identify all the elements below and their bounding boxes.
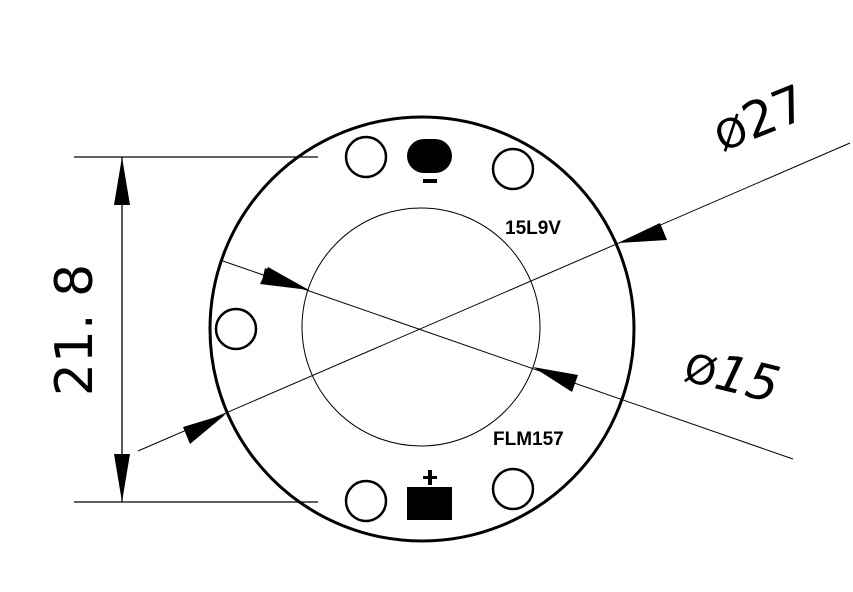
plus-icon-v: [428, 470, 432, 485]
model-label-top: 15L9V: [505, 218, 561, 239]
arrowhead-up-icon: [114, 157, 130, 205]
arrowhead-inner-left-tip: [260, 267, 309, 290]
inner-led-circle: [301, 207, 541, 447]
minus-icon: [423, 179, 437, 183]
arrowhead-down-icon: [114, 454, 130, 502]
mounting-hole-bottom-right: [491, 467, 535, 511]
outer-diameter-leader: [137, 142, 851, 452]
inner-diameter-value: 15: [710, 343, 786, 415]
mounting-holes: [214, 135, 535, 523]
outer-diameter-label: Ø27: [705, 74, 815, 163]
model-label-bottom: FLM157: [493, 429, 564, 450]
arrowhead-outer-right-icon: [618, 223, 667, 243]
negative-pad-shape: [407, 139, 452, 173]
inner-diameter-label: Ø15: [679, 335, 785, 414]
positive-pad-shape: [407, 487, 452, 520]
mounting-hole-top-right: [491, 147, 535, 191]
positive-pad: [407, 470, 452, 520]
height-dimension-label: 21. 8: [45, 264, 105, 396]
mounting-hole-left: [214, 307, 258, 351]
outer-board-circle: [208, 115, 636, 543]
arrowhead-inner-right-icon: [533, 367, 578, 392]
height-dimension: 21. 8: [45, 156, 318, 503]
inner-diameter-leader: [219, 259, 794, 460]
mounting-hole-bottom-left: [344, 479, 388, 523]
arrowhead-outer-left-icon: [183, 414, 226, 444]
mounting-hole-top-left: [344, 135, 388, 179]
negative-pad: [407, 139, 452, 183]
